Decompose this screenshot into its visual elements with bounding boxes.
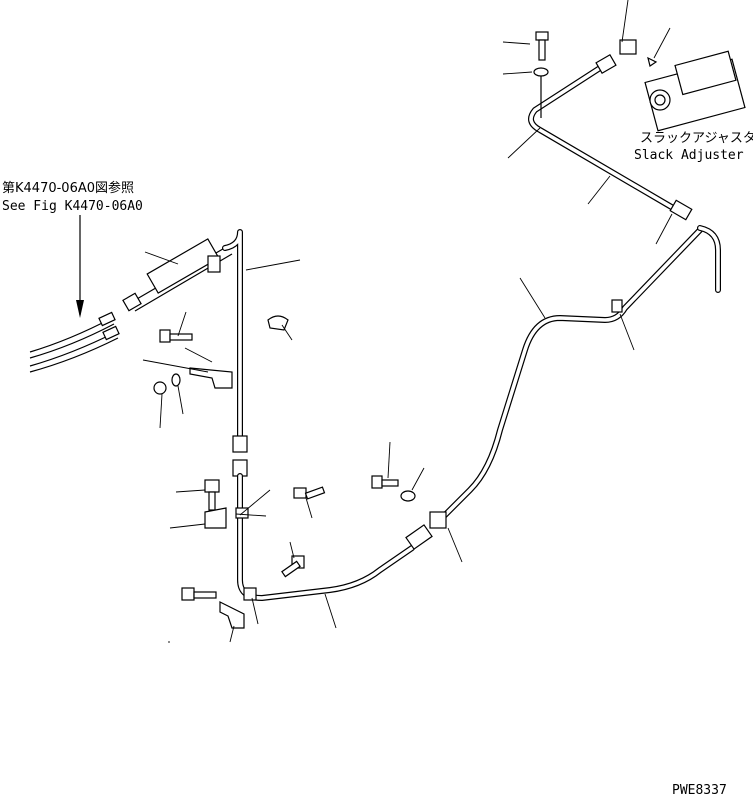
clamp-right xyxy=(611,299,623,313)
pipe-fitting xyxy=(405,524,433,550)
bolt-mid-right xyxy=(293,486,326,500)
drawing-number: PWE8337 xyxy=(672,783,727,796)
bolt-left xyxy=(159,329,193,343)
bracket-left xyxy=(189,367,233,389)
hose-pair-left xyxy=(29,311,120,373)
bracket-lower-left xyxy=(219,601,245,629)
arrow-down-icon xyxy=(76,215,84,318)
slack-adjuster-body xyxy=(619,39,746,132)
slack-adjuster-label-en: Slack Adjuster xyxy=(634,148,744,163)
pipe-fitting xyxy=(429,511,447,529)
clamp-lower xyxy=(243,587,257,601)
clamp-left-upper xyxy=(267,315,289,331)
reference-label-en: See Fig K4470-06A0 xyxy=(2,199,143,214)
hose-upper-left xyxy=(122,238,233,312)
bolt-lower-mid xyxy=(281,555,305,578)
slack-adjuster-label-jp: スラックアジャスタ xyxy=(640,131,753,146)
bolt-center-right xyxy=(371,475,399,489)
bracket-mid-left xyxy=(204,507,227,529)
washer-center-right xyxy=(400,490,416,502)
pipe-fitting xyxy=(669,199,693,221)
pipe-fitting xyxy=(595,53,617,75)
clamp-upper xyxy=(207,255,221,273)
bolt-lower-left xyxy=(181,587,217,601)
pipe-lower xyxy=(237,473,415,601)
pipe-fitting xyxy=(232,435,248,453)
bolt-mid-left xyxy=(204,479,220,511)
leader-lines xyxy=(142,0,673,643)
bolt-top-right xyxy=(533,31,549,118)
pipe-vertical-left xyxy=(222,229,243,443)
nut-washer-left xyxy=(153,373,181,395)
reference-label-jp: 第K4470-06A0図参照 xyxy=(2,180,134,196)
